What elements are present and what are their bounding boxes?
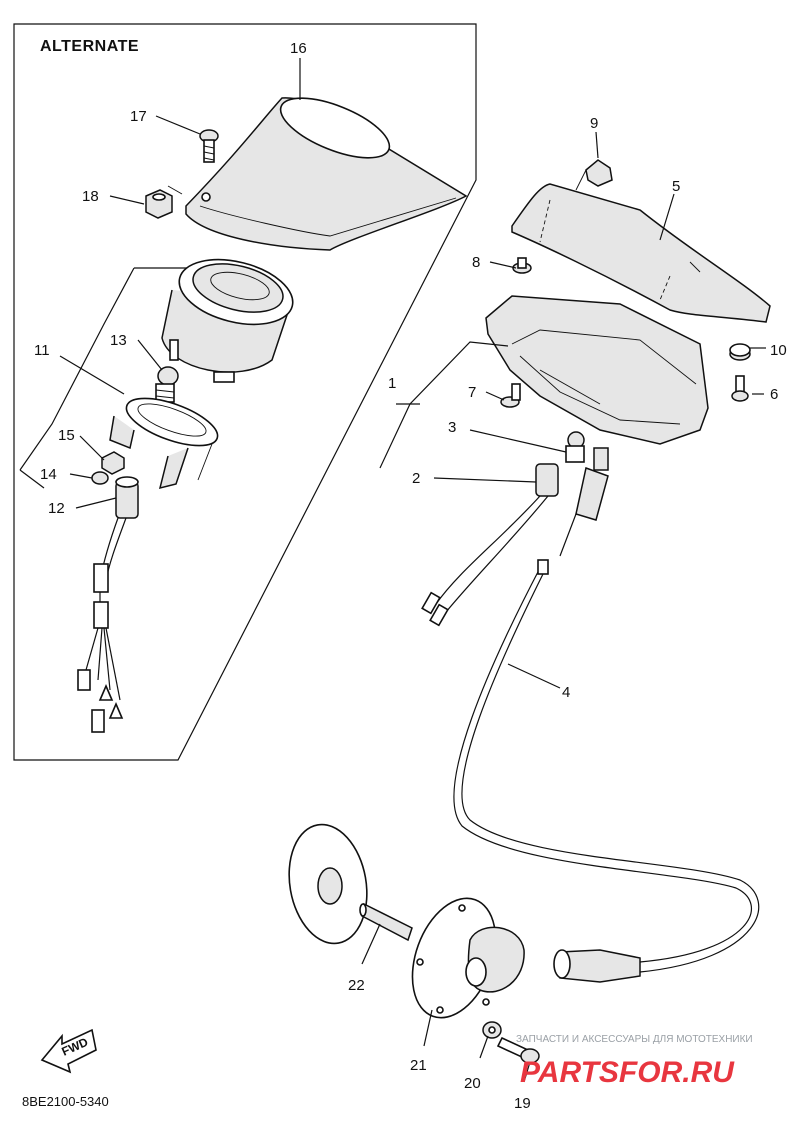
callout-19: 19 [514,1095,531,1112]
part-meter-assembly [485,295,709,445]
part-6-screw [731,375,749,402]
callout-6: 6 [770,386,778,403]
callout-4: 4 [562,684,570,701]
callout-1: 1 [388,375,396,392]
part-8-screw [512,257,532,274]
part-10-collar [729,343,751,361]
callout-8: 8 [472,254,480,271]
part-13-bulb [155,366,179,403]
part-3-bulb [565,431,585,463]
part-20-washer [482,1021,502,1039]
callout-7: 7 [468,384,476,401]
leader-lines [59,58,766,1083]
part-22-shaft [359,902,413,942]
part-11-bracket [109,397,219,490]
callout-20: 20 [464,1075,481,1092]
alternate-box [13,23,477,761]
callout-5: 5 [672,178,680,195]
callout-12: 12 [48,500,65,517]
watermark-brand: PARTSFOR.RU [520,1056,735,1089]
part-16-visor [185,97,468,251]
callout-18: 18 [82,188,99,205]
callout-3: 3 [448,419,456,436]
callout-16: 16 [290,40,307,57]
part-9-clip [575,159,613,191]
bracket-group-line [19,267,135,471]
part-17-screw [199,129,219,163]
part-2-socket-cord [421,463,559,627]
part-4-cable [453,447,760,983]
alternate-title: ALTERNATE [40,38,139,55]
callout-21: 21 [410,1057,427,1074]
callout-13: 13 [110,332,127,349]
part-7-screw [500,383,521,408]
part-12-socket-cord [77,476,139,733]
watermark-tagline: ЗАПЧАСТИ И АКСЕССУАРЫ ДЛЯ МОТОТЕХНИКИ [516,1034,753,1045]
fwd-arrow-icon: FWD [40,1028,97,1074]
part-14-grommet [91,471,109,485]
callout-15: 15 [58,427,75,444]
disc-plate [288,823,368,945]
callout-22: 22 [348,977,365,994]
diagram-code: 8BE2100-5340 [22,1094,109,1109]
callout-14: 14 [40,466,57,483]
callout-2: 2 [412,470,420,487]
callout-11: 11 [34,342,50,359]
callout-17: 17 [130,108,147,125]
part-15-nut [101,451,125,475]
part-21-gear-unit [411,897,525,1019]
callout-10: 10 [770,342,787,359]
part-18-nut [145,185,183,219]
part-19-bolt [496,1036,540,1064]
callout-9: 9 [590,115,598,132]
part-5-cover [511,183,771,323]
part-meter-round [161,258,294,383]
